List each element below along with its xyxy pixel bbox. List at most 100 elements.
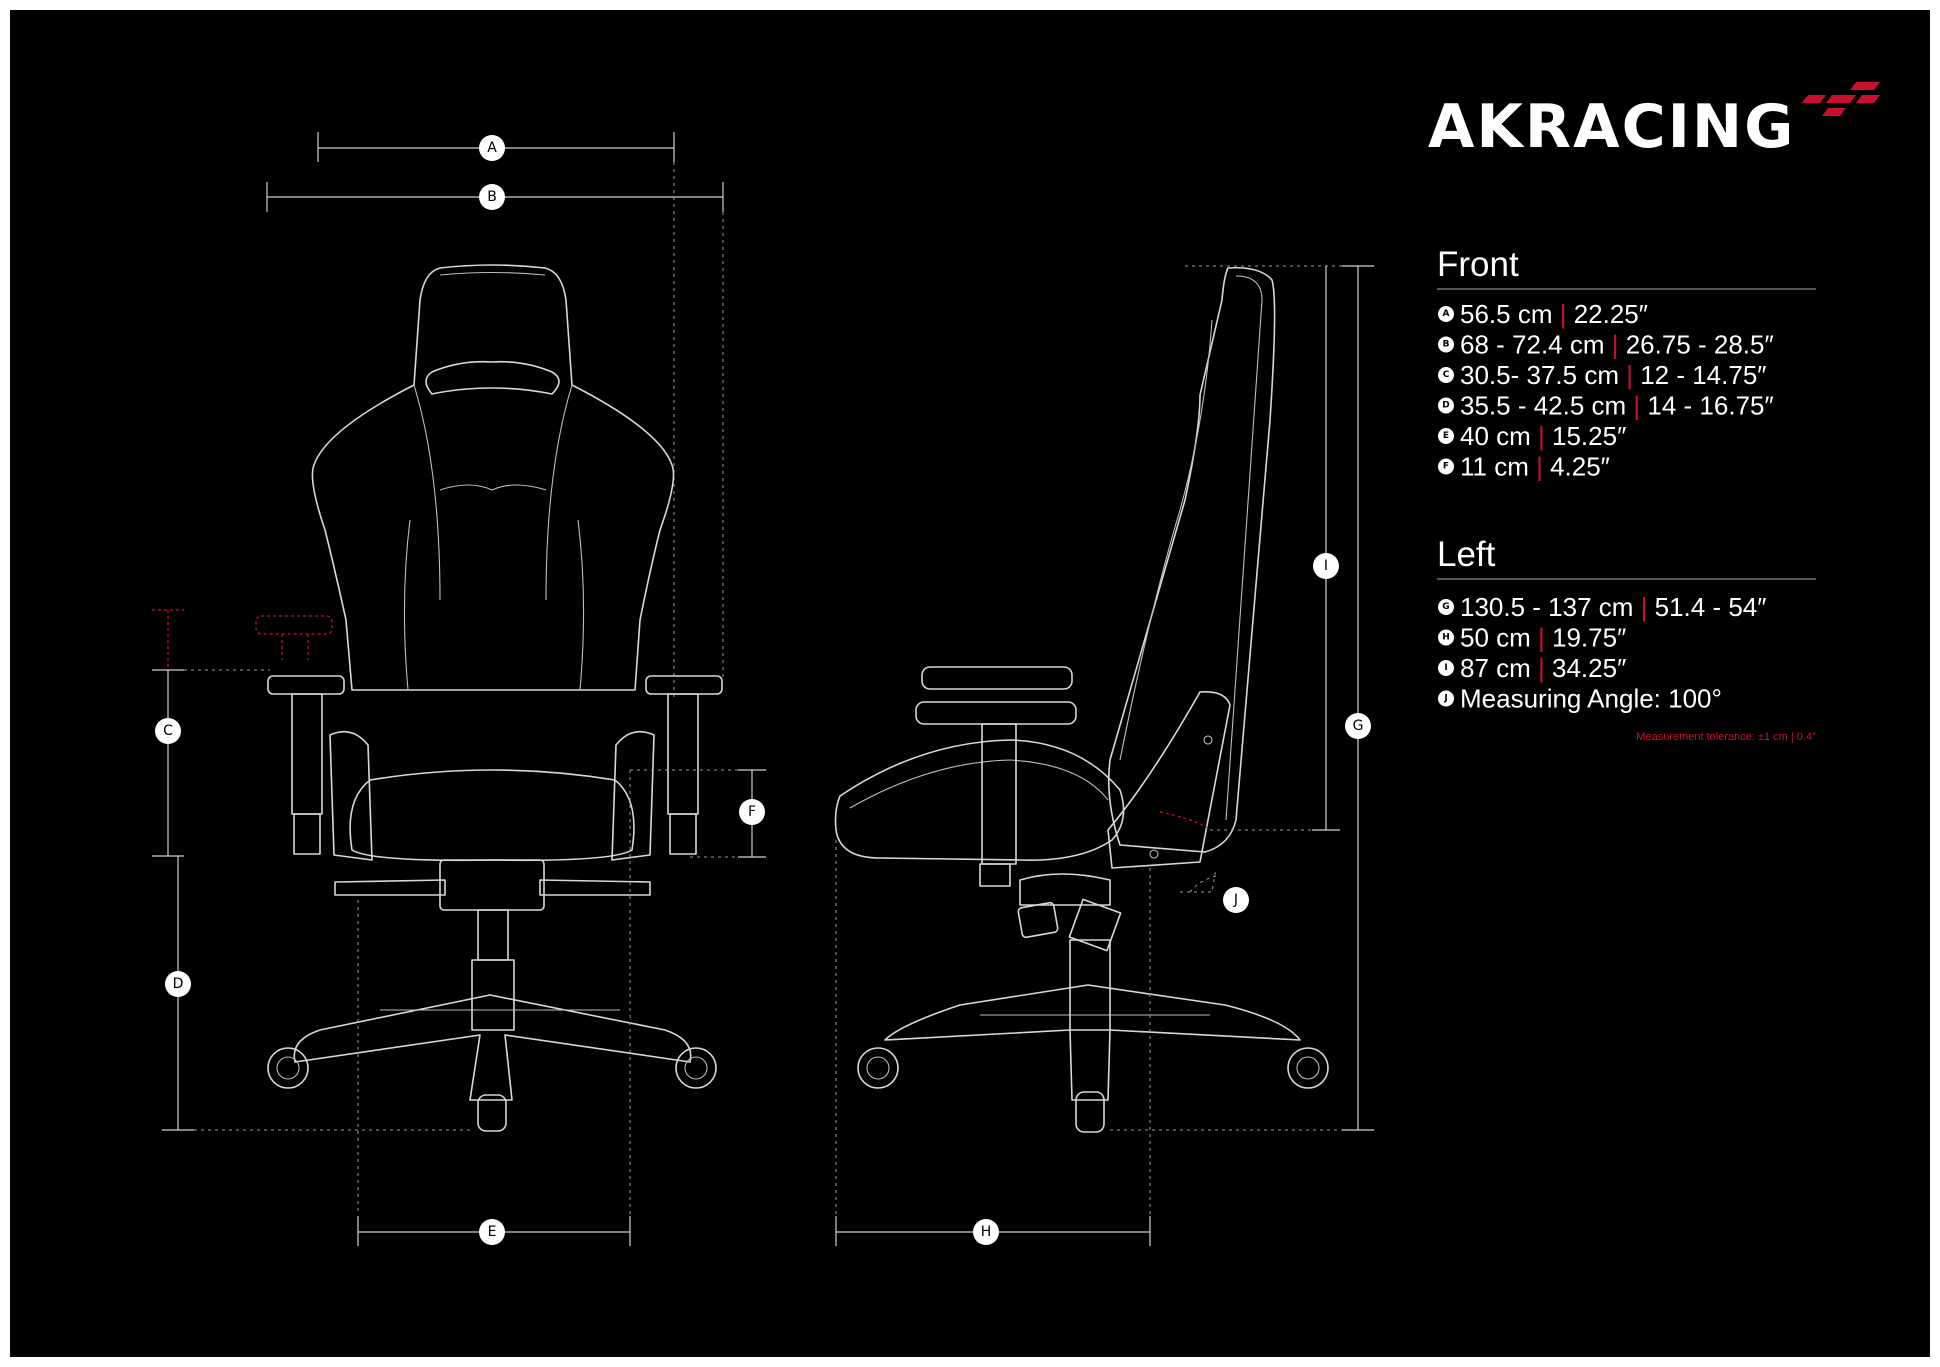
spec-metric: 30.5- 37.5 cm <box>1460 360 1619 390</box>
spec-value: 50 cm | 19.75″ <box>1460 623 1626 653</box>
spec-metric: 68 - 72.4 cm <box>1460 330 1605 360</box>
spec-row-a: A 56.5 cm | 22.25″ <box>1438 299 1648 329</box>
spec-value: 87 cm | 34.25″ <box>1460 653 1626 683</box>
dimension-e: E <box>357 770 631 1246</box>
spec-metric: 130.5 - 137 cm <box>1460 592 1633 622</box>
spec-row-i: I 87 cm | 34.25″ <box>1438 653 1626 683</box>
spec-separator: | <box>1529 452 1550 482</box>
dimension-b: B <box>266 182 724 680</box>
spec-separator: | <box>1626 391 1647 421</box>
front-spec-list: A 56.5 cm | 22.25″ B 68 - 72.4 cm | 26.75 -… <box>1438 299 1774 482</box>
svg-text:A: A <box>487 140 497 156</box>
badge-i: I <box>1313 553 1339 579</box>
dimension-a: A <box>317 132 675 700</box>
spec-imperial: 12 - 14.75″ <box>1640 360 1766 390</box>
front-star-base <box>293 994 692 1101</box>
spec-separator: | <box>1531 623 1552 653</box>
spec-key-badge: I <box>1438 660 1454 676</box>
front-section-title: Front <box>1437 245 1519 284</box>
spec-separator: | <box>1619 360 1640 390</box>
spec-value: 30.5- 37.5 cm | 12 - 14.75″ <box>1460 360 1766 390</box>
side-seat-cushion <box>834 739 1125 861</box>
spec-imperial: 22.25″ <box>1574 299 1648 329</box>
spec-value: 68 - 72.4 cm | 26.75 - 28.5″ <box>1460 330 1774 360</box>
dimension-h: H <box>835 840 1151 1246</box>
spec-value: 11 cm | 4.25″ <box>1460 452 1610 482</box>
spec-separator: | <box>1531 653 1552 683</box>
svg-text:C: C <box>163 723 173 739</box>
spec-imperial: 51.4 - 54″ <box>1655 592 1767 622</box>
side-armrest-pad <box>915 701 1077 725</box>
dimension-j: J <box>1180 867 1249 913</box>
front-neck-pillow <box>425 360 560 395</box>
svg-text:H: H <box>981 1224 992 1240</box>
front-seat-cushion <box>349 769 635 862</box>
svg-text:B: B <box>487 189 497 205</box>
spec-imperial: 19.75″ <box>1552 623 1626 653</box>
spec-metric: 35.5 - 42.5 cm <box>1460 391 1626 421</box>
spec-row-g: G 130.5 - 137 cm | 51.4 - 54″ <box>1438 592 1766 622</box>
svg-text:C: C <box>1443 370 1450 380</box>
badge-j: J <box>1223 887 1249 913</box>
svg-text:B: B <box>1443 340 1450 350</box>
spec-separator: | <box>1633 592 1654 622</box>
spec-imperial: 4.25″ <box>1550 452 1610 482</box>
spec-sheet-background <box>10 10 1930 1357</box>
spec-row-f: F 11 cm | 4.25″ <box>1438 452 1610 482</box>
svg-text:D: D <box>1442 401 1449 411</box>
spec-imperial: 15.25″ <box>1552 421 1626 451</box>
spec-row-h: H 50 cm | 19.75″ <box>1438 623 1626 653</box>
svg-text:E: E <box>1443 431 1449 441</box>
front-backrest-outline <box>311 264 675 691</box>
brand-flag-mark <box>1802 82 1880 116</box>
dimension-c: C <box>152 609 270 857</box>
svg-text:J: J <box>1443 694 1447 704</box>
svg-text:D: D <box>173 976 184 992</box>
spec-row-c: C 30.5- 37.5 cm | 12 - 14.75″ <box>1438 360 1766 390</box>
spec-value: 56.5 cm | 22.25″ <box>1460 299 1648 329</box>
spec-key-badge: A <box>1438 306 1454 322</box>
spec-key-badge: H <box>1438 629 1454 646</box>
spec-value: 35.5 - 42.5 cm | 14 - 16.75″ <box>1460 391 1774 421</box>
side-backrest-outline <box>1107 266 1276 853</box>
spec-separator: | <box>1605 330 1626 360</box>
spec-metric: 40 cm <box>1460 421 1531 451</box>
side-recline-bracket <box>1107 690 1231 869</box>
left-view-chair: G I H J <box>834 265 1374 1246</box>
badge-e: E <box>479 1219 505 1245</box>
dimension-d: D <box>162 856 470 1131</box>
side-armrest-raised <box>921 666 1073 690</box>
dimension-i: I <box>1210 266 1340 831</box>
dimension-g: G <box>1110 265 1374 1131</box>
spec-key-badge: G <box>1438 599 1454 615</box>
side-gas-lift-cover <box>1017 901 1059 939</box>
spec-row-d: D 35.5 - 42.5 cm | 14 - 16.75″ <box>1438 391 1774 421</box>
spec-metric: 87 cm <box>1460 653 1531 683</box>
badge-a: A <box>479 135 505 161</box>
spec-key-badge: B <box>1438 336 1454 353</box>
front-armrest-raised-position <box>255 615 333 660</box>
svg-text:G: G <box>1353 718 1364 734</box>
spec-metric: 11 cm <box>1460 452 1529 482</box>
spec-separator: | <box>1531 421 1552 451</box>
left-spec-list: G 130.5 - 137 cm | 51.4 - 54″ H 50 cm | 19.… <box>1438 592 1766 714</box>
svg-text:E: E <box>488 1224 497 1240</box>
spec-key-badge: J <box>1438 690 1454 707</box>
front-right-armrest-pad <box>645 675 723 695</box>
svg-text:I: I <box>1324 558 1328 574</box>
spec-key-badge: D <box>1438 397 1454 414</box>
svg-text:F: F <box>1443 462 1449 472</box>
front-gas-lift <box>477 909 509 961</box>
badge-c: C <box>155 718 181 744</box>
spec-row-b: B 68 - 72.4 cm | 26.75 - 28.5″ <box>1438 330 1774 360</box>
spec-key-badge: C <box>1438 367 1454 383</box>
side-casters <box>857 1047 1329 1133</box>
spec-key-badge: E <box>1438 428 1454 444</box>
svg-text:I: I <box>1444 663 1447 673</box>
badge-h: H <box>973 1219 999 1245</box>
spec-value: 130.5 - 137 cm | 51.4 - 54″ <box>1460 592 1766 622</box>
badge-d: D <box>165 971 191 997</box>
left-section-title: Left <box>1437 535 1496 574</box>
